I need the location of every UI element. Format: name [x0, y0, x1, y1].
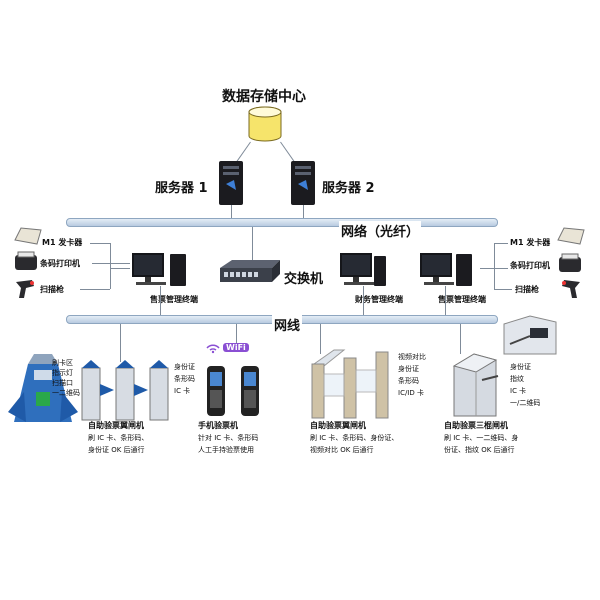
flap-caption-title: 自助验票翼闸机 [88, 421, 144, 430]
data-center-title: 数据存储中心 [222, 89, 306, 105]
sales-terminal-1-icon [132, 253, 186, 286]
fiber-bus [66, 218, 498, 227]
wifi-badge: WiFi [223, 343, 249, 352]
flap-callout-barcode: 条形码 [174, 375, 195, 383]
handheld-caption: 手机验票机 针对 IC 卡、条形码 人工手持验票使用 [198, 420, 258, 456]
sales-terminal-1-label: 售票管理终端 [150, 295, 198, 304]
fiber-bus-label: 网络（光纤） [339, 221, 422, 240]
right-peripheral-card-reader: M1 发卡器 [510, 238, 551, 247]
right-peripheral-scanner: 扫描枪 [515, 285, 539, 294]
network-bus-label: 网线 [272, 315, 303, 334]
scanner-icon [562, 280, 580, 298]
tripod-caption-line-1: 刷 IC 卡、一二维码、身 [444, 434, 519, 442]
tripod-caption-title: 自助验票三棍闸机 [444, 421, 508, 430]
barcode-printer-icon [559, 253, 581, 272]
switch-icon [220, 260, 280, 282]
card-reader-icon [557, 227, 585, 245]
left-peripheral-card-reader: M1 发卡器 [42, 238, 83, 247]
kiosk-label-card: 刷卡区 [52, 359, 73, 367]
barcode-printer-icon [15, 251, 37, 270]
tripod-callout-qr: 一/二维码 [510, 399, 541, 407]
flap-caption-line-2: 身份证 OK 后通行 [88, 446, 145, 454]
finance-terminal-icon [340, 253, 386, 286]
glass-caption-title: 自助验票翼闸机 [310, 421, 366, 430]
kiosk-label-scan: 扫描口 [52, 379, 73, 387]
glass-callout-icid: IC/ID 卡 [398, 389, 424, 397]
card-reader-icon [14, 227, 42, 245]
scanner-icon [16, 280, 34, 298]
handheld-caption-line-2: 人工手持验票使用 [198, 446, 254, 454]
handheld-caption-title: 手机验票机 [198, 421, 238, 430]
glass-caption: 自助验票翼闸机 刷 IC 卡、条形码、身份证、 视频对比 OK 后通行 [310, 420, 398, 456]
kiosk-gate-icon [8, 354, 78, 422]
flap-caption: 自助验票翼闸机 刷 IC 卡、条形码、 身份证 OK 后通行 [88, 420, 148, 456]
glass-caption-line-1: 刷 IC 卡、条形码、身份证、 [310, 434, 399, 442]
tripod-callout-fingerprint: 指纹 [510, 375, 524, 383]
tripod-turnstile-photo-icon [503, 315, 557, 355]
left-peripheral-scanner: 扫描枪 [40, 285, 64, 294]
kiosk-label-light: 指示灯 [52, 369, 73, 377]
glass-callout-id: 身份证 [398, 365, 419, 373]
database-icon [248, 106, 282, 142]
flap-callout-ic: IC 卡 [174, 387, 191, 395]
server-1-icon [219, 161, 243, 205]
tripod-callout-id: 身份证 [510, 363, 531, 371]
server-1-label: 服务器 1 [155, 181, 208, 196]
tripod-callout-ic: IC 卡 [510, 387, 527, 395]
flap-callout-id: 身份证 [174, 363, 195, 371]
flap-gate-icon [81, 360, 169, 421]
wifi-icon [206, 344, 220, 354]
right-peripheral-printer: 条码打印机 [510, 261, 550, 270]
tripod-caption-line-2: 份证、指纹 OK 后通行 [444, 446, 515, 454]
tripod-caption: 自助验票三棍闸机 刷 IC 卡、一二维码、身 份证、指纹 OK 后通行 [444, 420, 518, 456]
server-2-icon [291, 161, 315, 205]
sales-terminal-2-icon [420, 253, 472, 286]
left-peripheral-printer: 条码打印机 [40, 259, 80, 268]
glass-caption-line-2: 视频对比 OK 后通行 [310, 446, 374, 454]
kiosk-label-code: 一二维码 [52, 389, 80, 397]
glass-callout-video: 视频对比 [398, 353, 426, 361]
glass-gate-icon [311, 349, 389, 419]
tripod-turnstile-icon [452, 353, 499, 417]
switch-label: 交换机 [284, 272, 324, 287]
flap-caption-line-1: 刷 IC 卡、条形码、 [88, 434, 149, 442]
sales-terminal-2-label: 售票管理终端 [438, 295, 486, 304]
finance-terminal-label: 财务管理终端 [355, 295, 403, 304]
handheld-caption-line-1: 针对 IC 卡、条形码 [198, 434, 259, 442]
glass-callout-barcode: 条形码 [398, 377, 419, 385]
server-2-label: 服务器 2 [322, 181, 375, 196]
handheld-scanner-icon [207, 366, 259, 416]
